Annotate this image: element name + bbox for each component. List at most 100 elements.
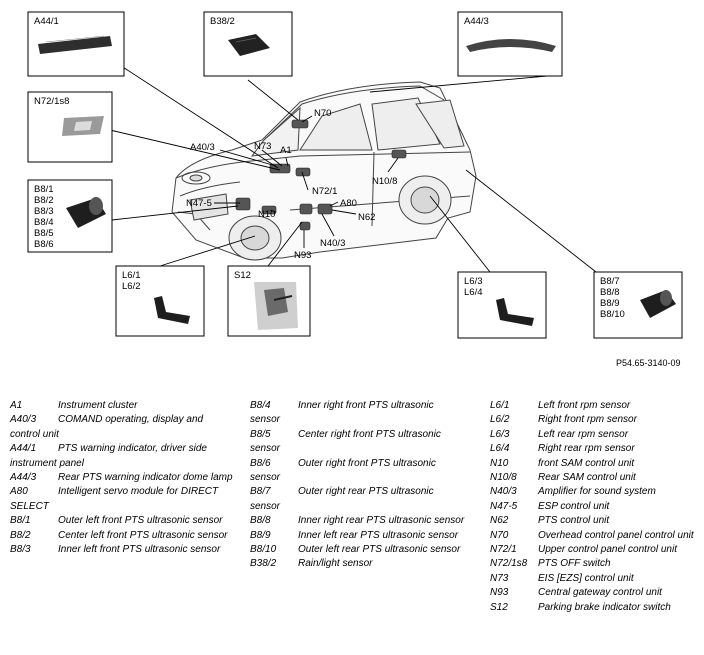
legend-code: N47-5 [490, 500, 518, 512]
legend-description: Inner right front PTS ultrasonic sensor [250, 400, 434, 426]
legend-description: Inner left front PTS ultrasonic sensor [58, 544, 221, 556]
leader-lines [109, 59, 597, 273]
component-box-s12: S12 [227, 265, 311, 337]
legend-description: front SAM control unit [538, 457, 635, 469]
box-label: L6/1 [122, 270, 141, 281]
legend-code: B8/2 [10, 529, 31, 541]
legend-code: N10/8 [490, 472, 517, 484]
legend-entry: N73 EIS [EZS] control unit [490, 572, 700, 586]
legend-code: L6/4 [490, 443, 510, 455]
callout-n73: N73 [254, 141, 271, 152]
box-label: L6/3 [464, 276, 483, 287]
legend-code: B8/7 [250, 486, 271, 498]
legend-description: Upper control panel control unit [538, 544, 677, 556]
legend-code: B8/6 [250, 457, 271, 469]
legend-code: N72/1 [490, 544, 517, 556]
legend-code: N93 [490, 587, 509, 599]
legend-code: N10 [490, 457, 509, 469]
callout-labels: N70 A40/3 N73 A1 N10/8 N72/1 N47-5 A80 N… [186, 108, 397, 261]
legend-description: PTS warning indicator, driver side instr… [10, 443, 207, 469]
legend-description: Amplifier for sound system [538, 486, 656, 498]
box-label: B8/5 [34, 228, 54, 239]
legend-description: Inner right rear PTS ultrasonic sensor [298, 515, 465, 527]
callout-n10: N10 [258, 209, 275, 220]
legend-description: Right rear rpm sensor [538, 443, 635, 455]
legend-code: N62 [490, 515, 509, 527]
box-label: B8/1 [34, 184, 54, 195]
legend-description: Rear PTS warning indicator dome lamp [58, 472, 233, 484]
legend-description: Outer left front PTS ultrasonic sensor [58, 515, 223, 527]
legend-code: S12 [490, 601, 508, 613]
legend-description: Outer right rear PTS ultrasonic sensor [250, 486, 434, 512]
component-box-a44-1: A44/1 [27, 11, 125, 77]
figure-id: P54.65-3140-09 [616, 358, 681, 368]
component-box-a44-3: A44/3 [457, 11, 563, 77]
box-label: B8/7 [600, 276, 620, 287]
legend-description: Right front rpm sensor [538, 414, 637, 426]
box-label: B8/9 [600, 298, 620, 309]
legend-code: B8/4 [250, 400, 271, 411]
component-box-n72-1s8: N72/1s8 [27, 91, 113, 163]
legend-entry: N93 Central gateway control unit [490, 586, 700, 600]
legend-description: Central gateway control unit [538, 587, 662, 599]
box-label: A44/3 [464, 16, 489, 27]
legend-code: B38/2 [250, 558, 277, 570]
callout-n93: N93 [294, 250, 311, 261]
callout-a40-3: A40/3 [190, 142, 215, 153]
callout-a80: A80 [340, 198, 357, 209]
legend-code: B8/3 [10, 544, 31, 556]
legend-description: Outer right front PTS ultrasonic sensor [250, 457, 436, 484]
legend-code: B8/10 [250, 544, 277, 556]
box-label: B8/3 [34, 206, 54, 217]
legend-code: A80 [10, 486, 28, 498]
callout-n70: N70 [314, 108, 331, 119]
legend-code: L6/3 [490, 428, 510, 440]
legend-code: L6/2 [490, 414, 510, 426]
box-label: L6/4 [464, 287, 483, 298]
component-box-b38-2: B38/2 [203, 11, 293, 77]
legend-entry: B38/2 Rain/light sensor [250, 557, 465, 571]
legend-description: Left front rpm sensor [538, 400, 631, 411]
legend-description: Rain/light sensor [298, 558, 373, 570]
legend-code: B8/8 [250, 515, 271, 527]
legend-description: Overhead control panel control unit [538, 529, 694, 541]
legend-description: Parking brake indicator switch [538, 601, 671, 613]
box-label: B38/2 [210, 16, 235, 27]
legend-description: PTS OFF switch [538, 558, 611, 570]
legend-code: A44/1 [10, 443, 37, 455]
legend-description: EIS [EZS] control unit [538, 572, 634, 584]
box-label: B8/10 [600, 309, 625, 320]
component-location-diagram: A44/1 B38/2 A44/3 N72/1s8 B8/1 B8/2 B8/3… [27, 11, 683, 339]
box-label: A44/1 [34, 16, 59, 27]
legend-description: Center left front PTS ultrasonic sensor [58, 529, 228, 541]
legend-code: N73 [490, 572, 509, 584]
legend-entry: A44/3 Rear PTS warning indicator dome lam… [10, 471, 235, 485]
legend-description: Intelligent servo module for DIRECT SELE… [10, 486, 219, 512]
legend-description: Center right front PTS ultrasonic sensor [250, 428, 441, 455]
legend-entry: B8/8 Inner right rear PTS ultrasonic sens… [250, 514, 465, 528]
callout-n72-1: N72/1 [312, 186, 337, 197]
component-box-b8-rear: B8/7 B8/8 B8/9 B8/10 [593, 271, 683, 339]
legend-entry: L6/1 Left front rpm sensor [490, 399, 700, 413]
box-label: B8/8 [600, 287, 620, 298]
legend-description: Instrument cluster [58, 400, 138, 411]
legend-code: A44/3 [10, 472, 37, 484]
legend-code: B8/9 [250, 529, 271, 541]
legend-code: L6/1 [490, 400, 510, 411]
